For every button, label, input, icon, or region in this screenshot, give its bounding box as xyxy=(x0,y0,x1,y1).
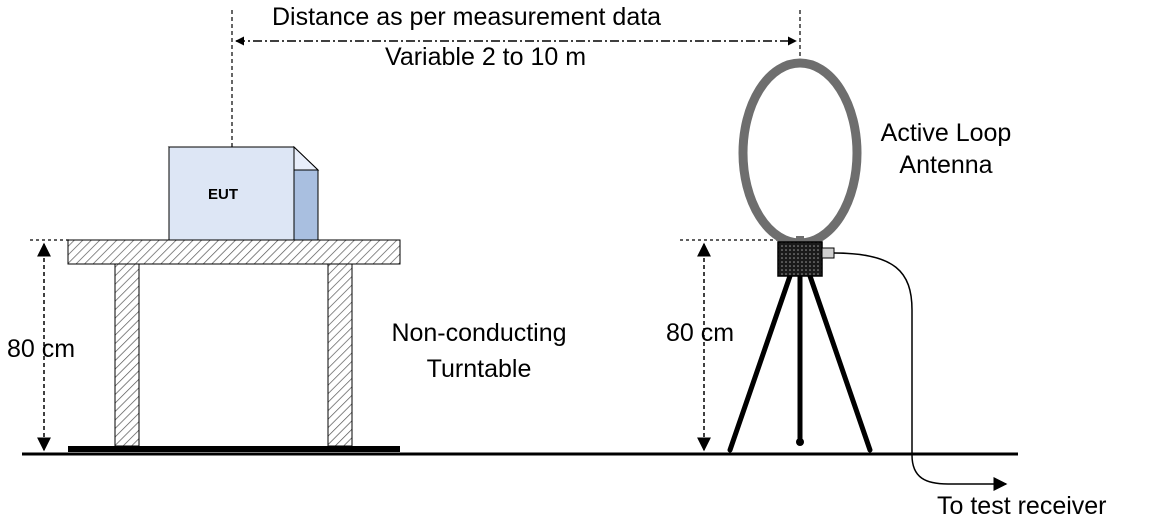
receiver-label: To test receiver xyxy=(937,492,1107,520)
table-leg-left xyxy=(114,263,140,447)
distance-label: Distance as per measurement data xyxy=(272,3,662,31)
turntable-label-line2: Turntable xyxy=(426,355,532,383)
antenna-preamp xyxy=(777,241,823,277)
turntable-base xyxy=(68,446,400,452)
receiver-cable xyxy=(833,252,1008,491)
turntable-label-line1: Non-conducting xyxy=(391,319,567,347)
tripod xyxy=(727,273,873,453)
antenna-label-line2: Antenna xyxy=(899,151,993,179)
table-leg-right xyxy=(327,263,353,447)
loop-antenna xyxy=(738,58,862,248)
eut-box xyxy=(167,145,320,241)
height-label-left: 80 cm xyxy=(7,335,76,363)
height-label-right: 80 cm xyxy=(666,319,735,347)
variable-range-label: Variable 2 to 10 m xyxy=(385,43,587,71)
antenna-connector xyxy=(821,247,835,259)
antenna-label-line1: Active Loop xyxy=(880,119,1012,147)
table-top xyxy=(67,239,401,265)
eut-label: EUT xyxy=(208,186,238,203)
